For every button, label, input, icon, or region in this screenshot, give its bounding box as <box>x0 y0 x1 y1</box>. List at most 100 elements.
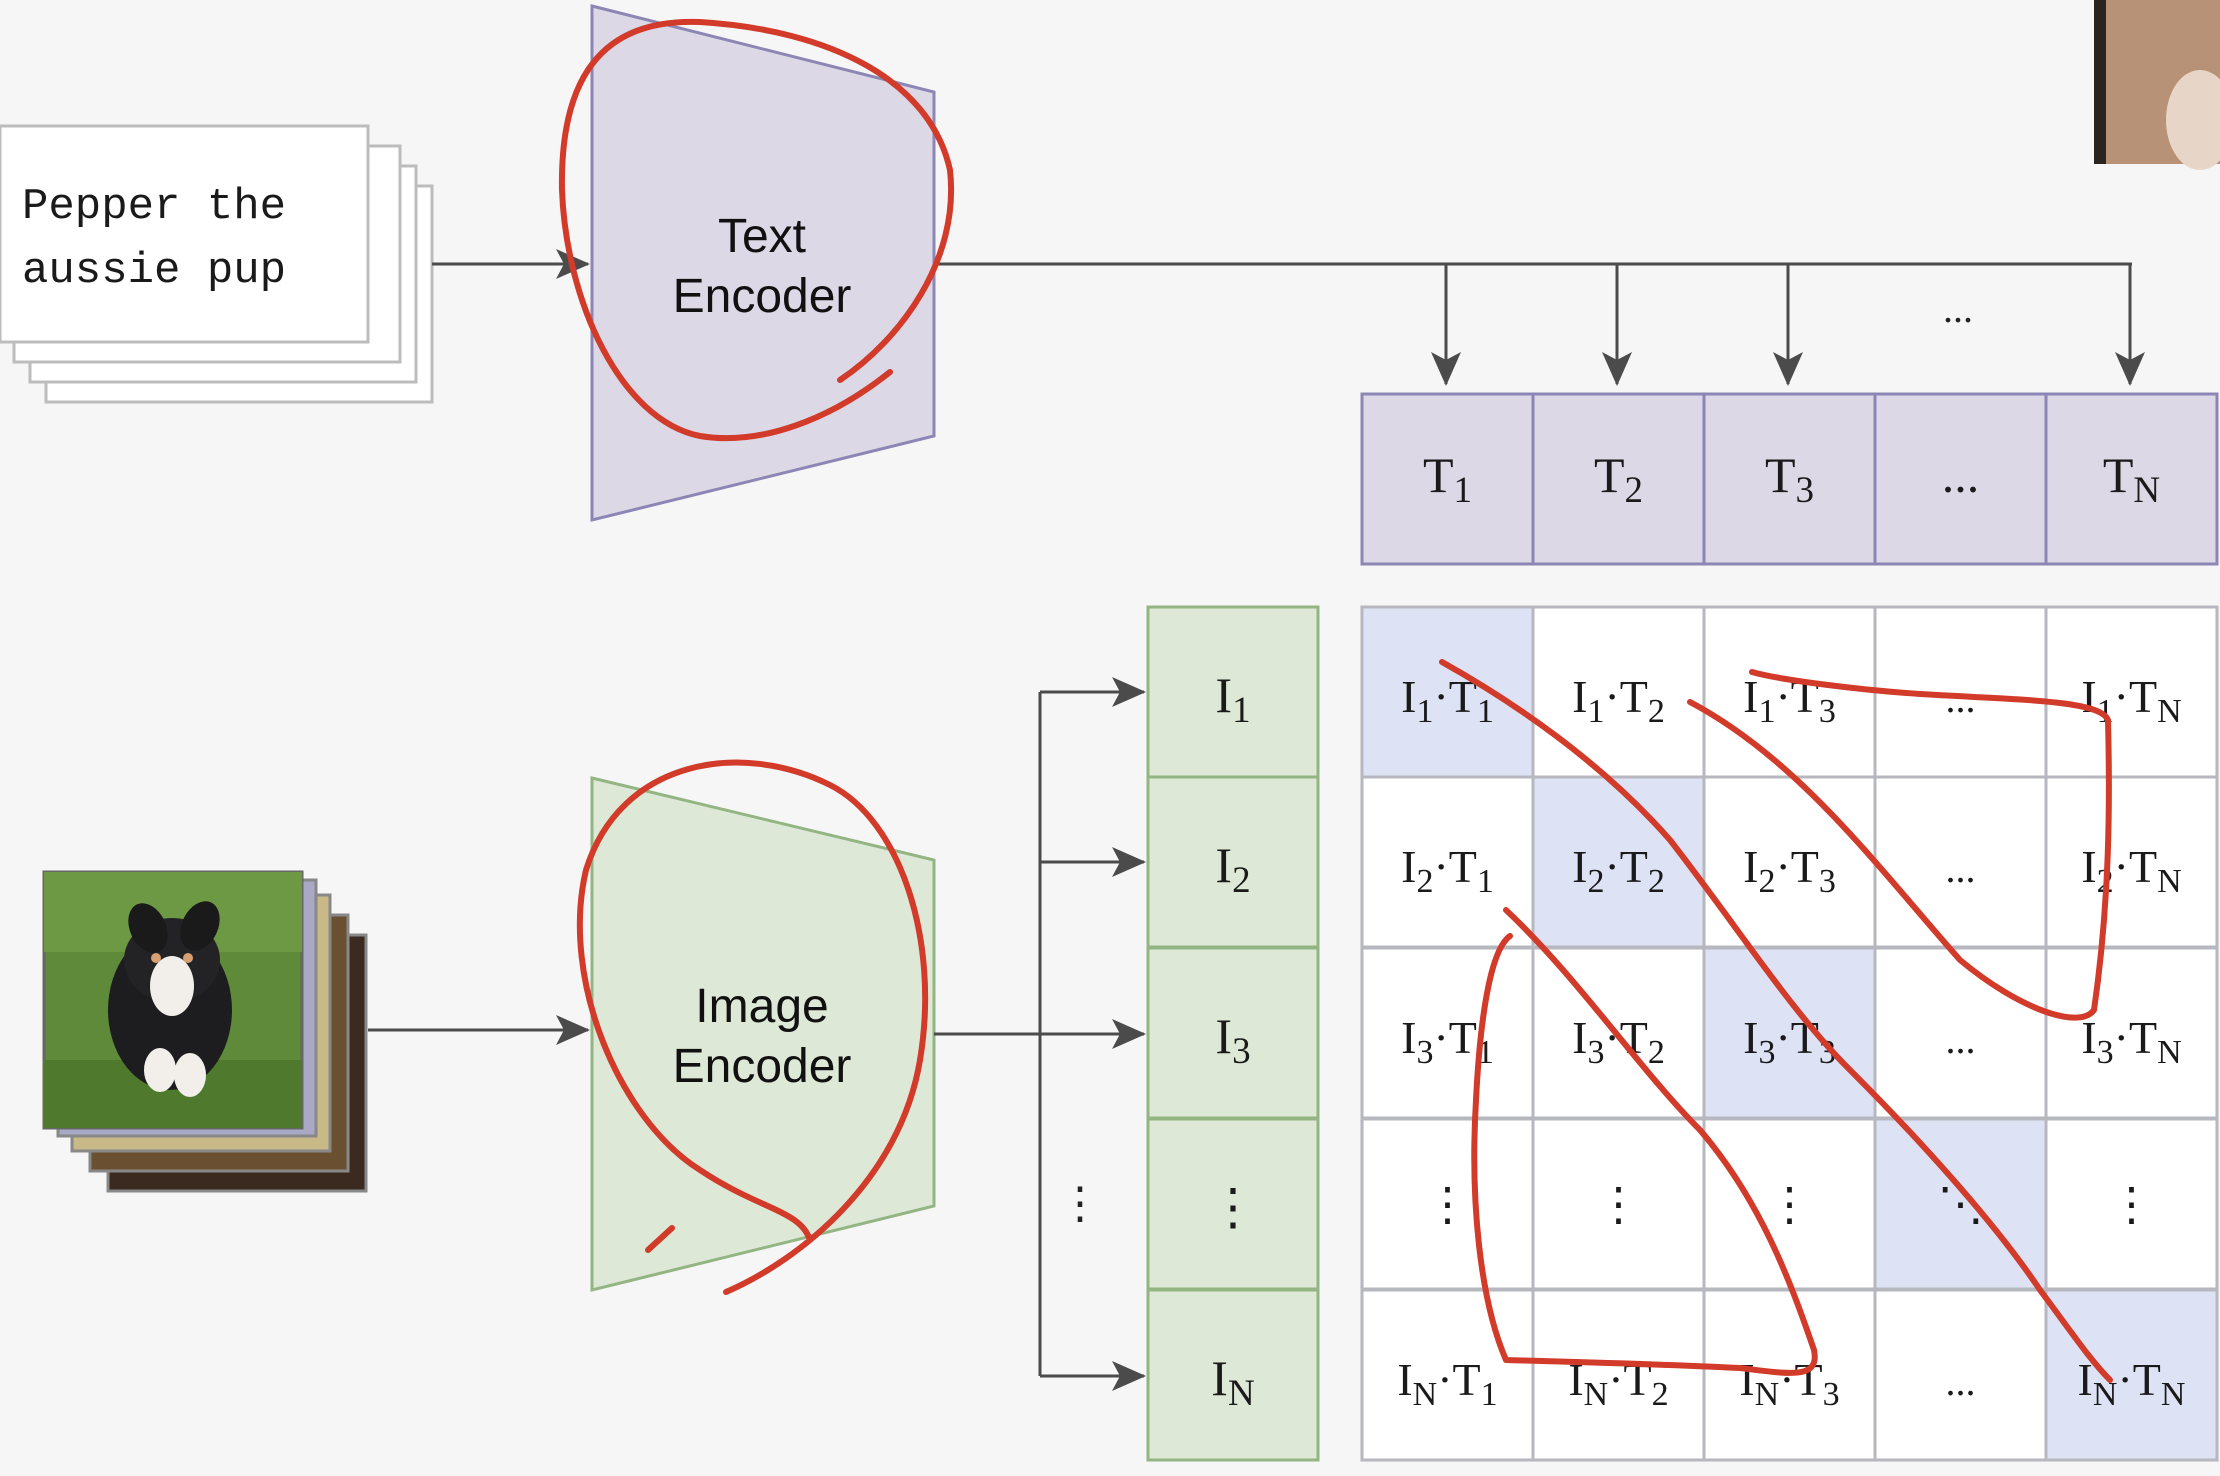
matrix-vdots: ⋮ <box>1767 1179 1813 1230</box>
matrix-ellipsis: ... <box>1946 846 1976 891</box>
matrix-cell <box>1531 1288 1706 1462</box>
matrix-dot: · <box>1604 671 1619 722</box>
matrix-vdots: ⋮ <box>1596 1179 1642 1230</box>
matrix-i-base: I <box>2081 671 2096 722</box>
matrix-dot: · <box>1775 671 1790 722</box>
matrix-i-base: I <box>1572 671 1587 722</box>
text-embedding-label-sub: 1 <box>1454 470 1473 511</box>
matrix-vdots: ⋮ <box>1425 1179 1471 1230</box>
matrix-i-base: I <box>1743 841 1758 892</box>
matrix-cell <box>1873 1288 2048 1462</box>
text-embedding-label-sub: N <box>2133 470 2160 511</box>
image-embedding-label-base: ⋮ <box>1208 1179 1258 1235</box>
matrix-i-sub: 3 <box>1587 1034 1604 1071</box>
matrix-t-sub: 3 <box>1823 1376 1840 1413</box>
matrix-dot: · <box>1779 1354 1794 1405</box>
red-annotations <box>558 18 2113 1383</box>
matrix-product-label: I3·TN <box>2081 1012 2181 1071</box>
text-encoder-line-2: Encoder <box>673 270 852 323</box>
matrix-t-sub: 1 <box>1477 863 1494 900</box>
webcam-thumbnail <box>2094 0 2220 170</box>
matrix-product-label: I1·TN <box>2081 671 2181 730</box>
matrix-product-label: I3·T1 <box>1401 1012 1494 1071</box>
text-encoder-line-1: Text <box>718 210 806 263</box>
matrix-dot: · <box>2114 671 2129 722</box>
matrix-i-sub: N <box>1755 1376 1780 1413</box>
text-input-line-2: aussie pup <box>22 246 286 296</box>
matrix-i-sub: N <box>1584 1376 1609 1413</box>
matrix-t-base: T <box>2129 841 2157 892</box>
image-embedding-label-sub: N <box>1228 1373 1255 1414</box>
matrix-t-base: T <box>1449 1012 1477 1063</box>
image-embedding-label-sub: 2 <box>1232 860 1251 901</box>
text-embedding-label-base: ... <box>1942 447 1980 503</box>
matrix-i-base: I <box>2081 841 2096 892</box>
text-embedding-label-base: T <box>2103 447 2134 503</box>
matrix-cell <box>1360 1288 1535 1462</box>
matrix-t-base: T <box>1795 1354 1823 1405</box>
text-embedding-cell <box>2044 392 2219 566</box>
matrix-i-sub: 1 <box>1758 693 1775 730</box>
matrix-dot: · <box>1437 1354 1452 1405</box>
text-embedding-label-sub: 2 <box>1625 470 1644 511</box>
matrix-cell <box>1531 605 1706 779</box>
text-embedding-cell <box>1360 392 1535 566</box>
annotation-lower-loop <box>1471 907 1818 1376</box>
text-embedding-label: T3 <box>1765 447 1814 511</box>
matrix-cell <box>2044 775 2219 949</box>
matrix-i-base: I <box>1401 671 1416 722</box>
matrix-product-label: I1·T2 <box>1572 671 1665 730</box>
matrix-dot: · <box>1775 841 1790 892</box>
bus-ellipsis: ... <box>1943 286 1973 331</box>
text-embedding-label: ... <box>1942 447 1980 503</box>
matrix-t-sub: 2 <box>1648 1034 1665 1071</box>
matrix-t-base: T <box>1620 841 1648 892</box>
text-input-line-1: Pepper the <box>22 182 286 232</box>
matrix-vdots: ⋮ <box>2109 1179 2155 1230</box>
matrix-t-sub: N <box>2161 1376 2186 1413</box>
image-embedding-cell <box>1146 775 1320 949</box>
image-embedding-cell <box>1146 1288 1320 1462</box>
image-embedding-label: I1 <box>1215 667 1250 731</box>
text-embedding-label-base: T <box>1594 447 1625 503</box>
matrix-i-base: I <box>2078 1354 2093 1405</box>
text-embedding-cell <box>1702 392 1877 566</box>
matrix-i-base: I <box>2081 1012 2096 1063</box>
matrix-cell-diagonal <box>1531 775 1706 949</box>
matrix-t-sub: 2 <box>1652 1376 1669 1413</box>
matrix-dot: · <box>1775 1012 1790 1063</box>
image-embedding-label-base: I <box>1211 1350 1228 1406</box>
matrix-t-base: T <box>2133 1354 2161 1405</box>
image-embedding-label-sub: 1 <box>1232 690 1251 731</box>
puppy-photo <box>42 870 304 1130</box>
image-input-stack <box>42 870 368 1193</box>
matrix-t-sub: 1 <box>1477 693 1494 730</box>
matrix-i-base: I <box>1572 1012 1587 1063</box>
matrix-i-sub: 2 <box>1758 863 1775 900</box>
matrix-dot: · <box>1433 841 1448 892</box>
matrix-ellipsis: ... <box>1946 1017 1976 1062</box>
matrix-product-label: I2·T2 <box>1572 841 1665 900</box>
matrix-cell-diagonal <box>2044 1288 2219 1462</box>
matrix-i-sub: 1 <box>1416 693 1433 730</box>
image-embedding-label-base: I <box>1215 667 1232 723</box>
matrix-cell <box>1702 1117 1877 1291</box>
text-embedding-label-base: T <box>1765 447 1796 503</box>
matrix-t-base: T <box>1453 1354 1481 1405</box>
text-embedding-label: TN <box>2103 447 2160 511</box>
image-embedding-label: IN <box>1211 1350 1254 1414</box>
matrix-product-label: I1·T1 <box>1401 671 1494 730</box>
text-input-stack: Pepper the aussie pup <box>0 124 434 404</box>
text-output-bus: ... <box>934 262 2145 386</box>
matrix-i-base: I <box>1568 1354 1583 1405</box>
matrix-product-label: IN·TN <box>2078 1354 2186 1413</box>
matrix-dot: · <box>1608 1354 1623 1405</box>
matrix-t-sub: 3 <box>1819 863 1836 900</box>
matrix-t-base: T <box>1449 841 1477 892</box>
text-embedding-label-sub: 3 <box>1796 470 1815 511</box>
matrix-cell <box>2044 1117 2219 1291</box>
image-embedding-label-base: I <box>1215 1008 1232 1064</box>
